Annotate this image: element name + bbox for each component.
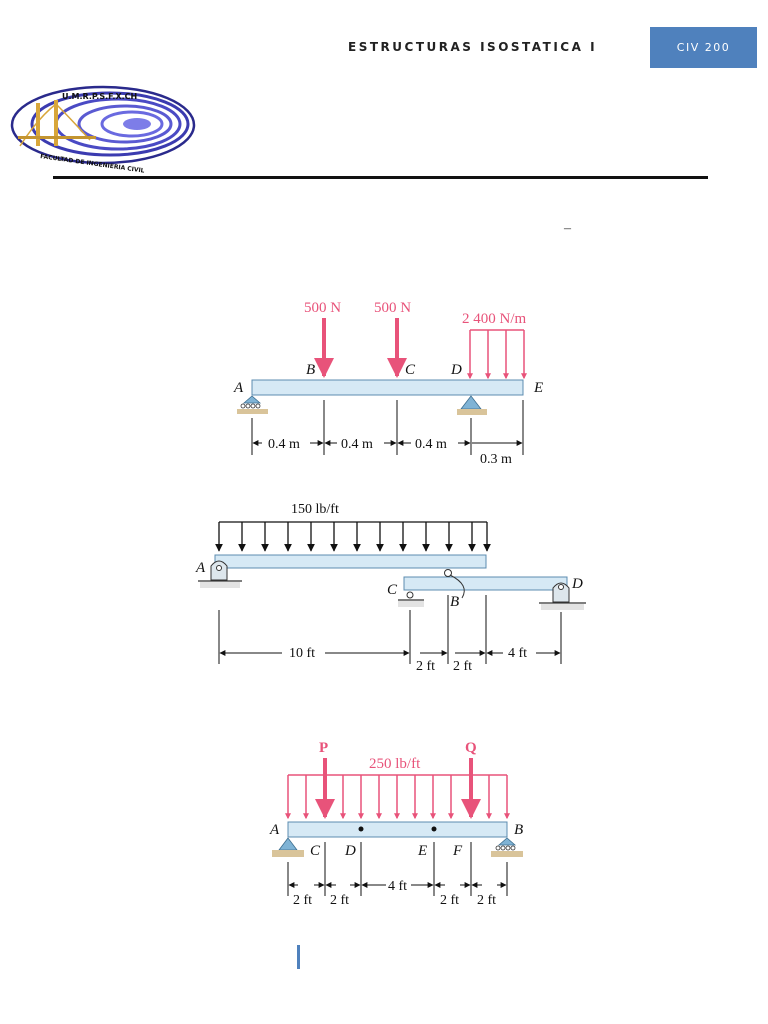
beam-ab (287, 821, 508, 838)
distributed-load-label: 150 lb/ft (291, 502, 339, 517)
header-rule (53, 176, 708, 179)
point-b: B (450, 594, 459, 610)
dimension-lines-3 (287, 842, 508, 896)
document-title: ESTRUCTURAS ISOSTATICA I (348, 40, 598, 54)
roller-support-a (237, 395, 268, 414)
roller-support-b (491, 837, 523, 857)
point-a: A (195, 560, 206, 576)
load-label-c: 500 N (374, 300, 411, 316)
distributed-load-ab (285, 774, 510, 820)
dim-label: 0.4 m (415, 437, 447, 452)
roller-support-c (398, 591, 424, 607)
dim-label: 2 ft (477, 893, 496, 908)
distributed-load-de (467, 329, 527, 380)
hinge-e (431, 826, 437, 832)
dim-label: 2 ft (293, 893, 312, 908)
distributed-load-label: 250 lb/ft (369, 756, 421, 772)
pin-support-d (539, 582, 586, 610)
point-e: E (533, 380, 543, 396)
dim-label: 2 ft (440, 893, 459, 908)
point-a: A (233, 380, 244, 396)
bridge-icon (18, 100, 96, 147)
hinge-d (358, 826, 364, 832)
dim-label: 4 ft (388, 879, 407, 894)
dim-label: 2 ft (416, 659, 435, 674)
pin-support-a (272, 837, 304, 857)
load-label-b: 500 N (304, 300, 341, 316)
point-f: F (452, 843, 463, 859)
load-label-p: P (319, 740, 328, 756)
dimension-lines-1 (251, 400, 524, 455)
point-b: B (514, 822, 523, 838)
beam-ab (214, 554, 487, 569)
point-e: E (417, 843, 427, 859)
beam-cd (403, 576, 568, 591)
stray-mark: – (564, 221, 571, 236)
dim-label: 0.4 m (341, 437, 373, 452)
dimension-lines-2 (218, 595, 562, 664)
distributed-load-label: 2 400 N/m (462, 311, 527, 327)
point-c: C (387, 582, 398, 598)
dim-label: 2 ft (453, 659, 472, 674)
text-cursor (297, 945, 300, 969)
point-b: B (306, 362, 315, 378)
figure-1-beam: 500 N 500 N 2 400 N/m A B C D E 0.4 m 0.… (233, 300, 543, 467)
point-c: C (310, 843, 321, 859)
hinge-b (444, 569, 452, 577)
dim-label: 2 ft (330, 893, 349, 908)
dim-label: 0.3 m (480, 452, 512, 467)
beam-ae (251, 379, 524, 396)
hinge-b-leader (449, 574, 465, 599)
point-d: D (571, 576, 583, 592)
point-d: D (450, 362, 462, 378)
pin-support-a (198, 560, 242, 588)
point-a: A (269, 822, 280, 838)
figure-2-beams: 150 lb/ft (195, 502, 586, 674)
logo-top-text: U.M.R.P.S.F.X.CH (62, 92, 137, 101)
figure-3-beam: P Q 250 lb/ft (269, 740, 523, 908)
university-logo: U.M.R.P.S.F.X.CH FACULTAD DE INGENIERIA … (10, 85, 196, 175)
load-label-q: Q (465, 740, 477, 756)
dim-label: 0.4 m (268, 437, 300, 452)
point-c: C (405, 362, 416, 378)
distributed-load-ab (215, 521, 491, 552)
pin-support-d (457, 395, 487, 415)
dim-label: 10 ft (289, 646, 315, 661)
dim-label: 4 ft (508, 646, 527, 661)
course-code-badge: CIV 200 (650, 27, 757, 68)
point-d: D (344, 843, 356, 859)
